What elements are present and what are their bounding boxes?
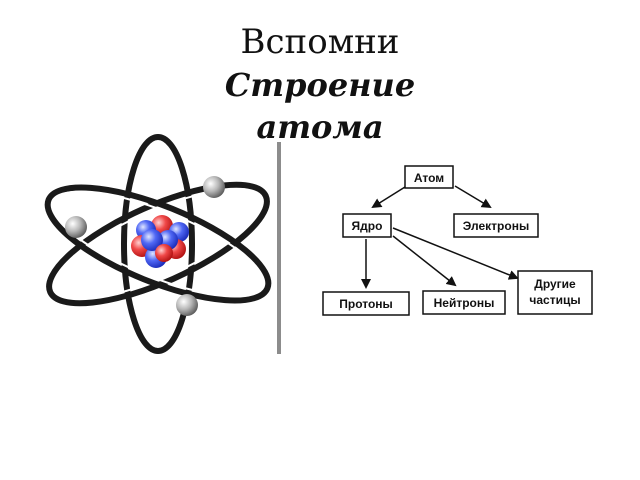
label-protons: Протоны [339, 297, 393, 311]
electron-left [65, 216, 87, 238]
arrow-atom-electrons [454, 185, 492, 209]
box-protons [322, 291, 410, 316]
label-nucleus: Ядро [352, 219, 383, 233]
title-atom: атома [256, 108, 384, 146]
orbit-tilted-1-inner [52, 188, 264, 300]
electron-bottom [176, 294, 198, 316]
electron-top-right [203, 176, 225, 198]
arrow-nucleus-neutrons [392, 235, 457, 287]
orbit-tilted-2-inner [51, 190, 265, 298]
label-electrons: Электроны [463, 219, 529, 233]
label-other-line1: Другие [534, 277, 576, 291]
arrow-atom-nucleus [371, 186, 406, 209]
title-structure: Строение [224, 66, 416, 104]
atom-structure-diagram: Атом Ядро Электроны Протоны Нейтроны Дру… [322, 165, 593, 316]
box-other-particles [517, 270, 593, 315]
orbit-tilted-2 [44, 184, 272, 304]
box-nucleus [342, 213, 392, 238]
orbit-tilted-1 [46, 181, 270, 307]
title-remember: Вспомни [240, 22, 400, 62]
box-atom [404, 165, 454, 189]
box-neutrons [422, 290, 506, 315]
label-other-line2: частицы [529, 293, 580, 307]
vertical-divider [277, 142, 281, 354]
orbit-vertical [121, 134, 195, 354]
nucleus [131, 215, 189, 268]
label-neutrons: Нейтроны [434, 296, 495, 310]
orbit-vertical-inner [128, 141, 188, 347]
label-atom: Атом [414, 171, 444, 185]
arrow-nucleus-other [392, 227, 519, 280]
box-electrons [453, 213, 539, 238]
electrons [65, 176, 225, 316]
atom-orbits [44, 134, 272, 354]
